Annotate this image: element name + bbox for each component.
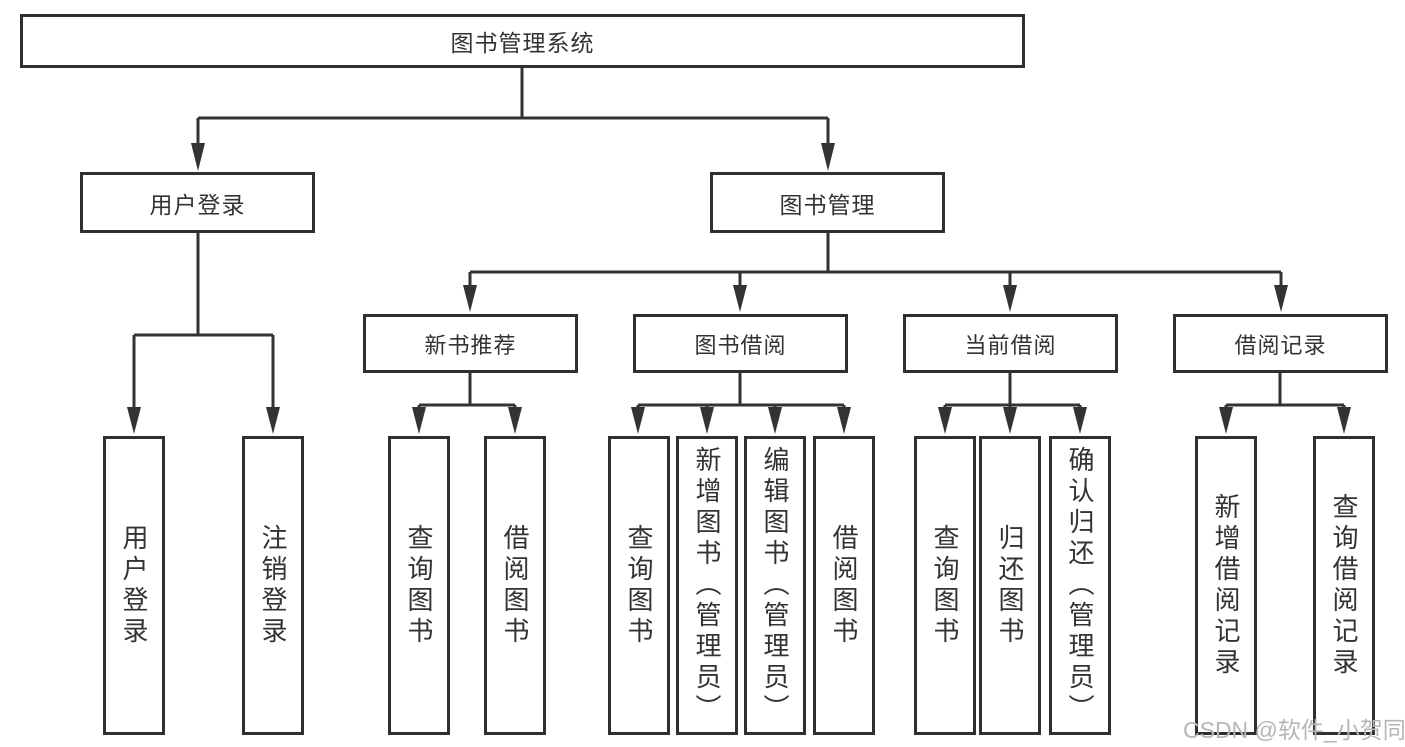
node-label: 编辑图书（管理员） xyxy=(760,446,790,725)
node-label: 查询图书 xyxy=(930,523,960,648)
csdn-watermark: CSDN @软件_小贺同学 xyxy=(1183,717,1405,743)
node-query-books-recommend: 查询图书 xyxy=(388,436,450,735)
node-library-system: 图书管理系统 xyxy=(20,14,1025,68)
node-confirm-return-admin: 确认归还（管理员） xyxy=(1049,436,1111,735)
node-label: 归还图书 xyxy=(995,523,1025,648)
node-user-login-leaf: 用户登录 xyxy=(103,436,165,735)
node-label: 查询图书 xyxy=(404,523,434,648)
node-borrow-records: 借阅记录 xyxy=(1173,314,1388,373)
node-borrow-books-leaf: 借阅图书 xyxy=(813,436,875,735)
node-logout-leaf: 注销登录 xyxy=(242,436,304,735)
node-label: 查询图书 xyxy=(624,523,654,648)
node-book-management: 图书管理 xyxy=(710,172,945,233)
node-label: 借阅图书 xyxy=(829,523,859,648)
node-add-borrow-record: 新增借阅记录 xyxy=(1195,436,1257,735)
node-label: 确认归还（管理员） xyxy=(1065,446,1095,725)
node-user-login: 用户登录 xyxy=(80,172,315,233)
node-return-book: 归还图书 xyxy=(979,436,1041,735)
node-new-book-recommend: 新书推荐 xyxy=(363,314,578,373)
node-add-book-admin: 新增图书（管理员） xyxy=(676,436,738,735)
node-label: 查询借阅记录 xyxy=(1329,492,1359,679)
node-label: 借阅图书 xyxy=(500,523,530,648)
node-current-borrow: 当前借阅 xyxy=(903,314,1118,373)
node-label: 注销登录 xyxy=(258,523,288,648)
node-label: 用户登录 xyxy=(119,523,149,648)
node-edit-book-admin: 编辑图书（管理员） xyxy=(744,436,806,735)
node-query-books-current: 查询图书 xyxy=(914,436,976,735)
node-query-borrow-record: 查询借阅记录 xyxy=(1313,436,1375,735)
node-borrow-books-recommend: 借阅图书 xyxy=(484,436,546,735)
node-label: 新增借阅记录 xyxy=(1211,492,1241,679)
node-label: 新增图书（管理员） xyxy=(692,446,722,725)
node-book-borrow: 图书借阅 xyxy=(633,314,848,373)
node-query-books-borrow: 查询图书 xyxy=(608,436,670,735)
